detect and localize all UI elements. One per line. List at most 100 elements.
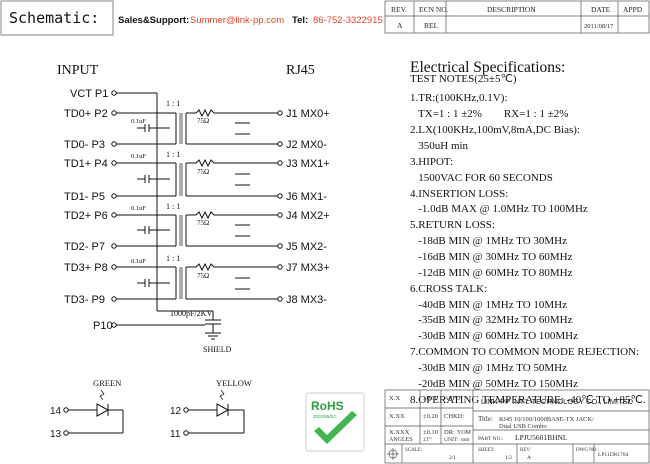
date-header: DATE bbox=[591, 5, 611, 14]
spec-line: -18dB MIN @ 1MHz TO 30MHz bbox=[410, 235, 567, 247]
company-name: LINK-PP INT'L TECHNOLOGY CO., LIMITED bbox=[481, 397, 634, 406]
spec-title: Electrical Specifications: bbox=[410, 59, 565, 76]
spec-line: 3.HIPOT: bbox=[410, 156, 453, 168]
svg-text:±1°: ±1° bbox=[423, 436, 432, 443]
spec-line: 6.CROSS TALK: bbox=[410, 283, 487, 295]
svg-text:DR:: DR: bbox=[444, 429, 455, 436]
pin-mx1p: J3 MX1+ bbox=[286, 158, 330, 170]
tel-label: Tel: bbox=[292, 15, 308, 26]
spec-line: 350uH min bbox=[410, 140, 469, 152]
green-led-label: GREEN bbox=[93, 378, 121, 388]
svg-text:UNIT:: UNIT: bbox=[444, 437, 459, 443]
spec-line: -35dB MIN @ 32MHz TO 60MHz bbox=[410, 314, 573, 326]
svg-text:YOM: YOM bbox=[457, 430, 472, 436]
input-title: INPUT bbox=[57, 63, 99, 78]
yellow-led: 12 11 bbox=[170, 389, 245, 440]
spec-line: -1.0dB MAX @ 1.0MHz TO 100MHz bbox=[410, 203, 588, 215]
svg-text:75Ω: 75Ω bbox=[197, 272, 209, 280]
sales-label: Sales&Support: bbox=[118, 15, 189, 26]
date-value: 2011/08/17 bbox=[584, 23, 614, 30]
svg-text:ANGLES: ANGLES bbox=[389, 437, 413, 443]
bulk-cap-label: 1000pF/2KV bbox=[170, 309, 212, 318]
ecn-header: ECN NO. bbox=[419, 5, 449, 14]
sales-email[interactable]: Summer@link-pp.com bbox=[190, 15, 284, 26]
pin-mx2p: J4 MX2+ bbox=[286, 210, 330, 222]
title-line-2: Dual USB Combo bbox=[499, 423, 547, 430]
description-header: DESCRIPTION bbox=[487, 5, 536, 14]
drawing-number: LP11DR1704 bbox=[598, 452, 629, 458]
svg-text:1 : 1: 1 : 1 bbox=[166, 254, 180, 263]
spec-line: -30dB MIN @ 60MHz TO 100MHz bbox=[410, 330, 578, 342]
schematic-label: Schematic: bbox=[9, 9, 99, 27]
pin-td1p: TD1+ P4 bbox=[64, 158, 108, 170]
spec-line: 5.RETURN LOSS: bbox=[410, 219, 495, 231]
spec-line: -16dB MIN @ 30MHz TO 60MHz bbox=[410, 251, 573, 263]
spec-line: 7.COMMON TO COMMON MODE REJECTION: bbox=[410, 346, 639, 358]
svg-text:13: 13 bbox=[50, 429, 62, 440]
pin-mx0n: J2 MX0- bbox=[286, 139, 327, 151]
svg-text:A: A bbox=[527, 455, 531, 461]
svg-text:1/2: 1/2 bbox=[505, 455, 512, 461]
svg-text:12: 12 bbox=[170, 406, 182, 417]
revision-table: REV. ECN NO. DESCRIPTION DATE APPD A REL… bbox=[384, 0, 650, 34]
pin-td3n: TD3- P9 bbox=[64, 294, 105, 306]
svg-text:PART NO.:: PART NO.: bbox=[478, 436, 504, 442]
part-number: LPJU5601BHNL bbox=[515, 433, 568, 442]
svg-text:11: 11 bbox=[170, 429, 181, 440]
svg-text:1 : 1: 1 : 1 bbox=[166, 99, 180, 108]
svg-text:2002/95/EC: 2002/95/EC bbox=[313, 414, 338, 419]
spec-line: -20dB MIN @ 50MHz TO 150MHz bbox=[410, 378, 578, 390]
pin-td0n: TD0- P3 bbox=[64, 139, 105, 151]
spec-line: 2.LX(100KHz,100mV,8mA,DC Bias): bbox=[410, 124, 580, 136]
pin-td3p: TD3+ P8 bbox=[64, 262, 108, 274]
pin-mx0p: J1 MX0+ bbox=[286, 108, 330, 120]
schematic-label-box bbox=[0, 0, 114, 36]
spec-line: TEST NOTES(25±5℃) bbox=[410, 73, 517, 85]
rj45-title: RJ45 bbox=[286, 63, 315, 78]
svg-text:0.1uF: 0.1uF bbox=[131, 118, 146, 125]
light-emission-icon bbox=[219, 389, 225, 401]
title-line-1: RJ45 10/100/1000BASE-TX JACK/ bbox=[499, 416, 594, 423]
spec-list: TEST NOTES(25±5℃) 1.TR:(100KHz,0.1V): TX… bbox=[410, 73, 646, 406]
pin-p10: P10 bbox=[93, 320, 113, 332]
spec-line: -40dB MIN @ 1MHz TO 10MHz bbox=[410, 299, 567, 311]
checkmark-icon bbox=[314, 411, 357, 444]
spec-line: 8.OPERATING TEMPERATURE: -40℃ TO +85℃. bbox=[410, 394, 646, 406]
svg-text:±0.10: ±0.10 bbox=[423, 429, 438, 436]
svg-text:±0.30: ±0.30 bbox=[423, 395, 438, 402]
title-block: X.X ±0.30 X.XX ±0.20 X.XXX ±0.10 ANGLES … bbox=[384, 389, 650, 464]
svg-text:REV:: REV: bbox=[520, 448, 531, 453]
svg-text:X.XX: X.XX bbox=[389, 413, 405, 420]
svg-text:mm: mm bbox=[461, 437, 470, 443]
ecn-value: REL bbox=[424, 21, 439, 30]
svg-text:X.XXX: X.XXX bbox=[389, 429, 410, 436]
spec-line: 1500VAC FOR 60 SECONDS bbox=[410, 172, 553, 184]
pin-td2n: TD2- P7 bbox=[64, 241, 105, 253]
vct-terminal bbox=[111, 90, 117, 96]
svg-text:0.1uF: 0.1uF bbox=[131, 153, 146, 160]
channel-2: 1 : 1 75Ω 0.1uF bbox=[111, 202, 283, 249]
svg-text:DWG NO.:: DWG NO.: bbox=[576, 448, 599, 453]
yellow-led-label: YELLOW bbox=[216, 378, 252, 388]
rev-value: A bbox=[397, 21, 403, 30]
svg-text:14: 14 bbox=[50, 406, 62, 417]
rohs-logo: RoHS 2002/95/EC bbox=[305, 392, 365, 452]
spec-line: -12dB MIN @ 60MHz TO 80MHz bbox=[410, 267, 573, 279]
svg-text:X.X: X.X bbox=[389, 395, 400, 402]
svg-text:RoHS: RoHS bbox=[311, 399, 344, 413]
shield-label: SHIELD bbox=[203, 345, 232, 354]
pin-td0p: TD0+ P2 bbox=[64, 108, 108, 120]
svg-text:APPD:: APPD: bbox=[444, 395, 463, 402]
pin-mx3n: J8 MX3- bbox=[286, 294, 327, 306]
spec-line: TX=1 : 1 ±2% RX=1 : 1 ±2% bbox=[410, 108, 568, 120]
svg-text:1 : 1: 1 : 1 bbox=[166, 150, 180, 159]
svg-text:SCALE:: SCALE: bbox=[405, 448, 422, 453]
svg-text:±0.20: ±0.20 bbox=[423, 413, 438, 420]
svg-text:75Ω: 75Ω bbox=[197, 117, 209, 125]
svg-text:CHKD:: CHKD: bbox=[444, 413, 464, 420]
tel-number: 86-752-3322915 bbox=[313, 15, 383, 26]
svg-text:1 : 1: 1 : 1 bbox=[166, 202, 180, 211]
channel-3: 1 : 1 75Ω 0.1uF bbox=[111, 254, 283, 302]
svg-text:Title:: Title: bbox=[478, 415, 493, 423]
spec-line: 4.INSERTION LOSS: bbox=[410, 188, 508, 200]
